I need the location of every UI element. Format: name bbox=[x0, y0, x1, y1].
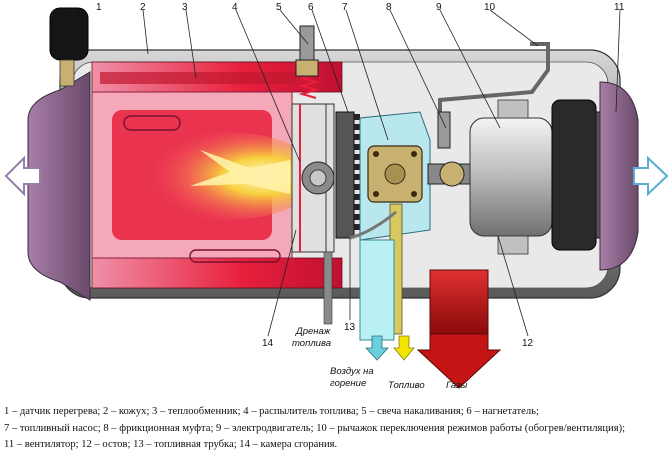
blower-tooth bbox=[354, 194, 360, 200]
glow-plug bbox=[295, 25, 320, 99]
callout-4: 4 bbox=[232, 2, 238, 13]
drain-tube bbox=[323, 251, 333, 325]
callout-13: 13 bbox=[344, 322, 356, 333]
drain-label-line1: Дренаж bbox=[295, 326, 331, 337]
fuel-inlet-arrow bbox=[393, 335, 415, 361]
fuel-pump bbox=[359, 111, 431, 241]
fuel-label: Топливо bbox=[388, 380, 425, 390]
blower-tooth bbox=[354, 124, 360, 130]
air-label-line1: Воздух на bbox=[330, 366, 374, 377]
blower-tooth bbox=[354, 134, 360, 140]
callout-numbers: 1 2 3 4 5 6 7 8 9 10 11 12 13 14 bbox=[96, 2, 625, 349]
blower-impeller bbox=[335, 111, 360, 239]
callout-10: 10 bbox=[484, 2, 496, 13]
callout-3: 3 bbox=[182, 2, 188, 13]
callout-11: 11 bbox=[614, 2, 625, 13]
blower-tooth bbox=[354, 214, 360, 220]
drain-label-line2: топлива bbox=[292, 338, 331, 349]
callout-7: 7 bbox=[342, 2, 348, 13]
flow-labels: Дренаж топлива Воздух на горение Топливо… bbox=[292, 326, 467, 390]
callout-12: 12 bbox=[522, 338, 534, 349]
callout-5: 5 bbox=[276, 2, 282, 13]
electric-motor bbox=[469, 99, 553, 255]
legend-line-2: 7 – топливный насос; 8 – фрикционная муф… bbox=[4, 422, 626, 434]
legend-line-1: 1 – датчик перегрева; 2 – кожух; 3 – теп… bbox=[4, 406, 539, 417]
inlet-cap bbox=[4, 71, 91, 301]
callout-6: 6 bbox=[308, 2, 314, 13]
legend-line-3: 11 – вентилятор; 12 – остов; 13 – топлив… bbox=[4, 439, 338, 451]
air-label-line2: горение bbox=[330, 378, 366, 389]
fuel-atomizer bbox=[301, 161, 335, 195]
callout-9: 9 bbox=[436, 2, 442, 13]
blower-tooth bbox=[354, 114, 360, 120]
blower-tooth bbox=[354, 204, 360, 210]
blower-tooth bbox=[354, 164, 360, 170]
air-intake-channel bbox=[359, 239, 395, 361]
blower-tooth bbox=[354, 184, 360, 190]
callout-1: 1 bbox=[96, 2, 102, 13]
heater-cutaway-diagram: 1 2 3 4 5 6 7 8 9 10 11 12 13 14 Дренаж … bbox=[4, 2, 669, 390]
right-end-cap bbox=[599, 81, 669, 271]
callout-2: 2 bbox=[140, 2, 146, 13]
blower-tooth bbox=[354, 154, 360, 160]
mode-lever bbox=[437, 42, 550, 149]
flame bbox=[130, 132, 320, 220]
legend: 1 – датчик перегрева; 2 – кожух; 3 – теп… bbox=[4, 404, 668, 454]
gases-label: Газы bbox=[446, 380, 467, 390]
callout-leaders bbox=[69, 9, 621, 337]
callout-8: 8 bbox=[386, 2, 392, 13]
blower-tooth bbox=[354, 174, 360, 180]
exhaust-outlet bbox=[416, 269, 502, 389]
blower-tooth bbox=[354, 224, 360, 230]
callout-14: 14 bbox=[262, 338, 274, 349]
friction-coupling bbox=[427, 161, 479, 187]
overheat-sensor bbox=[49, 7, 89, 87]
blower-tooth bbox=[354, 144, 360, 150]
